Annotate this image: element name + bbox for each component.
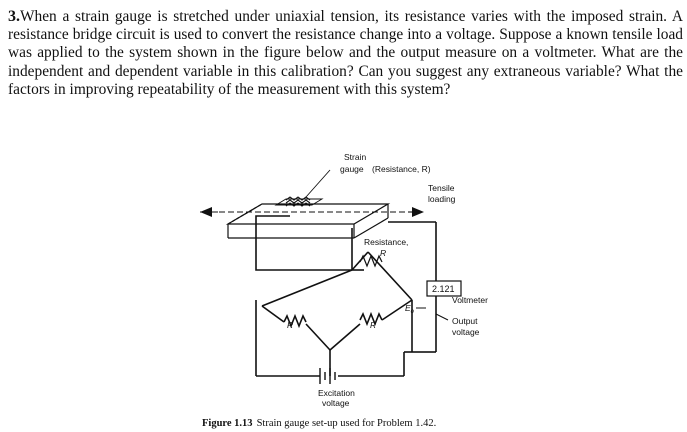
left-load-arrow-icon bbox=[200, 207, 212, 217]
output-pointer bbox=[435, 313, 449, 321]
right-load-arrow-icon bbox=[412, 207, 424, 217]
resistor-left-label: R bbox=[287, 320, 293, 330]
resistor-right-label: R bbox=[370, 320, 376, 330]
battery-icon bbox=[319, 368, 336, 384]
voltmeter-wiring bbox=[388, 221, 437, 353]
strain-gauge-element bbox=[274, 169, 331, 207]
tensile-label-line1: Tensile bbox=[428, 183, 455, 193]
tensile-label-line2: loading bbox=[428, 194, 456, 204]
excitation-label-line2: voltage bbox=[322, 398, 350, 408]
strain-label-line3: (Resistance, R) bbox=[372, 164, 431, 174]
voltmeter-label: Voltmeter bbox=[452, 295, 488, 305]
resistance-label-line2: R bbox=[380, 248, 386, 258]
meter-reading: 2.121 bbox=[432, 284, 455, 294]
problem-number: 3. bbox=[8, 8, 20, 25]
output-label-line2: voltage bbox=[452, 327, 480, 337]
problem-text: When a strain gauge is stretched under u… bbox=[8, 8, 683, 98]
problem-statement: 3.When a strain gauge is stretched under… bbox=[8, 8, 683, 99]
voltmeter-display bbox=[426, 280, 462, 297]
specimen-bar bbox=[225, 203, 391, 239]
strain-label-line2: gauge bbox=[340, 164, 364, 174]
output-label-line1: Output bbox=[452, 316, 478, 326]
eo-label: Eo bbox=[405, 303, 415, 315]
bridge-circuit bbox=[255, 215, 420, 377]
resistance-label-line1: Resistance, bbox=[364, 237, 408, 247]
strain-label-line1: Strain bbox=[344, 152, 366, 162]
excitation-label-line1: Excitation bbox=[318, 388, 355, 398]
